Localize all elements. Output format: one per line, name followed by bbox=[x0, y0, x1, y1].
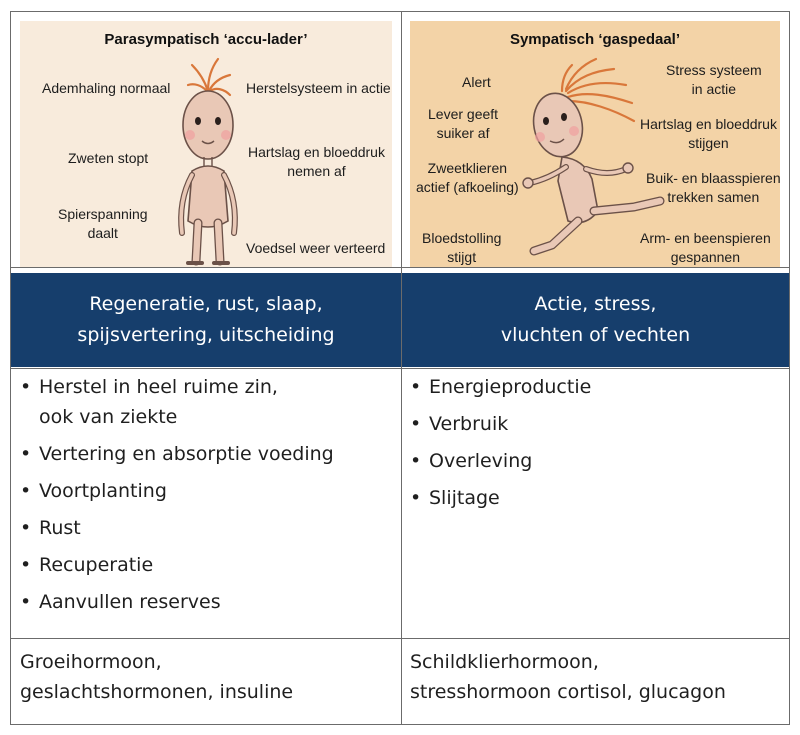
bullet-icon: • bbox=[410, 487, 422, 509]
label-line: suiker af bbox=[436, 125, 490, 141]
list-item-text: ook van ziekte bbox=[39, 406, 178, 428]
list-item-text: Overleving bbox=[429, 450, 533, 472]
list-item: • Vertering en absorptie voeding bbox=[20, 439, 395, 469]
label-buik-blaas: Buik- en blaasspieren trekken samen bbox=[646, 169, 781, 207]
parasympathetic-title: Parasympatisch ‘accu-lader’ bbox=[104, 31, 308, 48]
label-stress-systeem: Stress systeem in actie bbox=[666, 61, 762, 99]
list-item: • Rust bbox=[20, 513, 395, 543]
label-line: Stress systeem bbox=[666, 62, 762, 78]
label-herstelsysteem: Herstelsysteem in actie bbox=[246, 80, 391, 96]
label-line: stijgen bbox=[688, 135, 729, 151]
label-spierspanning: Spierspanning daalt bbox=[58, 205, 148, 243]
list-item: • Herstel in heel ruime zin, ook van zie… bbox=[20, 372, 395, 432]
list-item: • Verbruik bbox=[410, 409, 780, 439]
label-hartslag-af: Hartslag en bloeddruk nemen af bbox=[248, 143, 385, 181]
parasympathetic-hormones: Groeihormoon, geslachtshormonen, insulin… bbox=[20, 647, 293, 707]
list-item-text: Verbruik bbox=[429, 413, 509, 435]
label-zweten: Zweten stopt bbox=[68, 150, 149, 166]
label-arm-been: Arm- en beenspieren gespannen bbox=[640, 229, 771, 267]
label-line: gespannen bbox=[670, 249, 741, 265]
label-line: Buik- en blaasspieren bbox=[646, 170, 781, 186]
hormones-line: geslachtshormonen, insuline bbox=[20, 681, 294, 703]
label-line: trekken samen bbox=[667, 189, 760, 205]
hormones-line: Groeihormoon, bbox=[20, 651, 162, 673]
list-item-text: Recuperatie bbox=[39, 554, 154, 576]
label-line: Arm- en beenspieren bbox=[640, 230, 771, 246]
label-lever: Lever geeft suiker af bbox=[428, 105, 498, 143]
parasympathetic-panel: Parasympatisch ‘accu-lader’ Ademhaling n… bbox=[20, 21, 392, 267]
parasympathetic-heading: Regeneratie, rust, slaap, spijsvertering… bbox=[11, 273, 401, 367]
heading-line: vluchten of vechten bbox=[500, 324, 691, 346]
bullet-icon: • bbox=[20, 376, 32, 398]
bullet-icon: • bbox=[410, 376, 422, 398]
bullet-icon: • bbox=[20, 517, 32, 539]
label-line: nemen af bbox=[287, 163, 346, 179]
label-line: Zweetklieren bbox=[427, 160, 508, 176]
bullet-icon: • bbox=[20, 591, 32, 613]
label-line: Bloedstolling bbox=[422, 230, 502, 246]
hormones-line: stresshormoon cortisol, glucagon bbox=[410, 681, 726, 703]
bullet-icon: • bbox=[410, 450, 422, 472]
list-item-text: Slijtage bbox=[429, 487, 500, 509]
label-line: actief (afkoeling) bbox=[416, 179, 519, 195]
heading-line: Regeneratie, rust, slaap, bbox=[89, 293, 323, 315]
bullet-icon: • bbox=[20, 554, 32, 576]
row-divider-illustration bbox=[11, 267, 789, 268]
hormones-line: Schildklierhormoon, bbox=[410, 651, 599, 673]
label-zweetklieren: Zweetklieren actief (afkoeling) bbox=[416, 159, 519, 197]
comparison-table: Parasympatisch ‘accu-lader’ Ademhaling n… bbox=[10, 11, 790, 725]
list-item-text: Vertering en absorptie voeding bbox=[39, 443, 334, 465]
standing-figure-icon bbox=[178, 57, 238, 266]
list-item-text: Aanvullen reserves bbox=[39, 591, 221, 613]
list-item: • Energieproductie bbox=[410, 372, 780, 402]
list-item: • Slijtage bbox=[410, 483, 780, 513]
label-line: stijgt bbox=[447, 249, 477, 265]
bullet-icon: • bbox=[410, 413, 422, 435]
row-divider-list bbox=[11, 638, 789, 639]
label-line: Hartslag en bloeddruk bbox=[248, 144, 385, 160]
list-item-text: Rust bbox=[39, 517, 81, 539]
list-item-text: Voortplanting bbox=[39, 480, 167, 502]
label-line: Spierspanning bbox=[58, 206, 148, 222]
label-hartslag-stijgen: Hartslag en bloeddruk stijgen bbox=[640, 115, 777, 153]
heading-line: Actie, stress, bbox=[534, 293, 657, 315]
row-divider-heading bbox=[11, 368, 789, 369]
list-item-text: Energieproductie bbox=[429, 376, 592, 398]
label-voedsel: Voedsel weer verteerd bbox=[246, 240, 386, 256]
list-item: • Recuperatie bbox=[20, 550, 395, 580]
label-line: daalt bbox=[87, 225, 118, 241]
sympathetic-panel: Sympatisch ‘gaspedaal’ Alert Stress syst… bbox=[410, 21, 781, 267]
bullet-icon: • bbox=[20, 480, 32, 502]
heading-line: spijsvertering, uitscheiding bbox=[77, 324, 335, 346]
sympathetic-list: • Energieproductie • Verbruik • Overlevi… bbox=[410, 372, 780, 520]
parasympathetic-list: • Herstel in heel ruime zin, ook van zie… bbox=[20, 372, 395, 624]
list-item-text: Herstel in heel ruime zin, bbox=[39, 376, 278, 398]
label-line: Lever geeft bbox=[428, 106, 499, 122]
sympathetic-hormones: Schildklierhormoon, stresshormoon cortis… bbox=[410, 647, 726, 707]
label-ademhaling: Ademhaling normaal bbox=[42, 80, 171, 96]
sympathetic-title: Sympatisch ‘gaspedaal’ bbox=[509, 31, 681, 48]
label-line: Hartslag en bloeddruk bbox=[640, 116, 777, 132]
label-alert: Alert bbox=[462, 74, 491, 90]
running-figure-icon bbox=[522, 57, 665, 256]
list-item: • Aanvullen reserves bbox=[20, 587, 395, 617]
bullet-icon: • bbox=[20, 443, 32, 465]
list-item: • Overleving bbox=[410, 446, 780, 476]
list-item: • Voortplanting bbox=[20, 476, 395, 506]
label-line: in actie bbox=[691, 81, 737, 97]
label-bloedstolling: Bloedstolling stijgt bbox=[422, 229, 501, 267]
sympathetic-heading: Actie, stress, vluchten of vechten bbox=[402, 273, 789, 367]
